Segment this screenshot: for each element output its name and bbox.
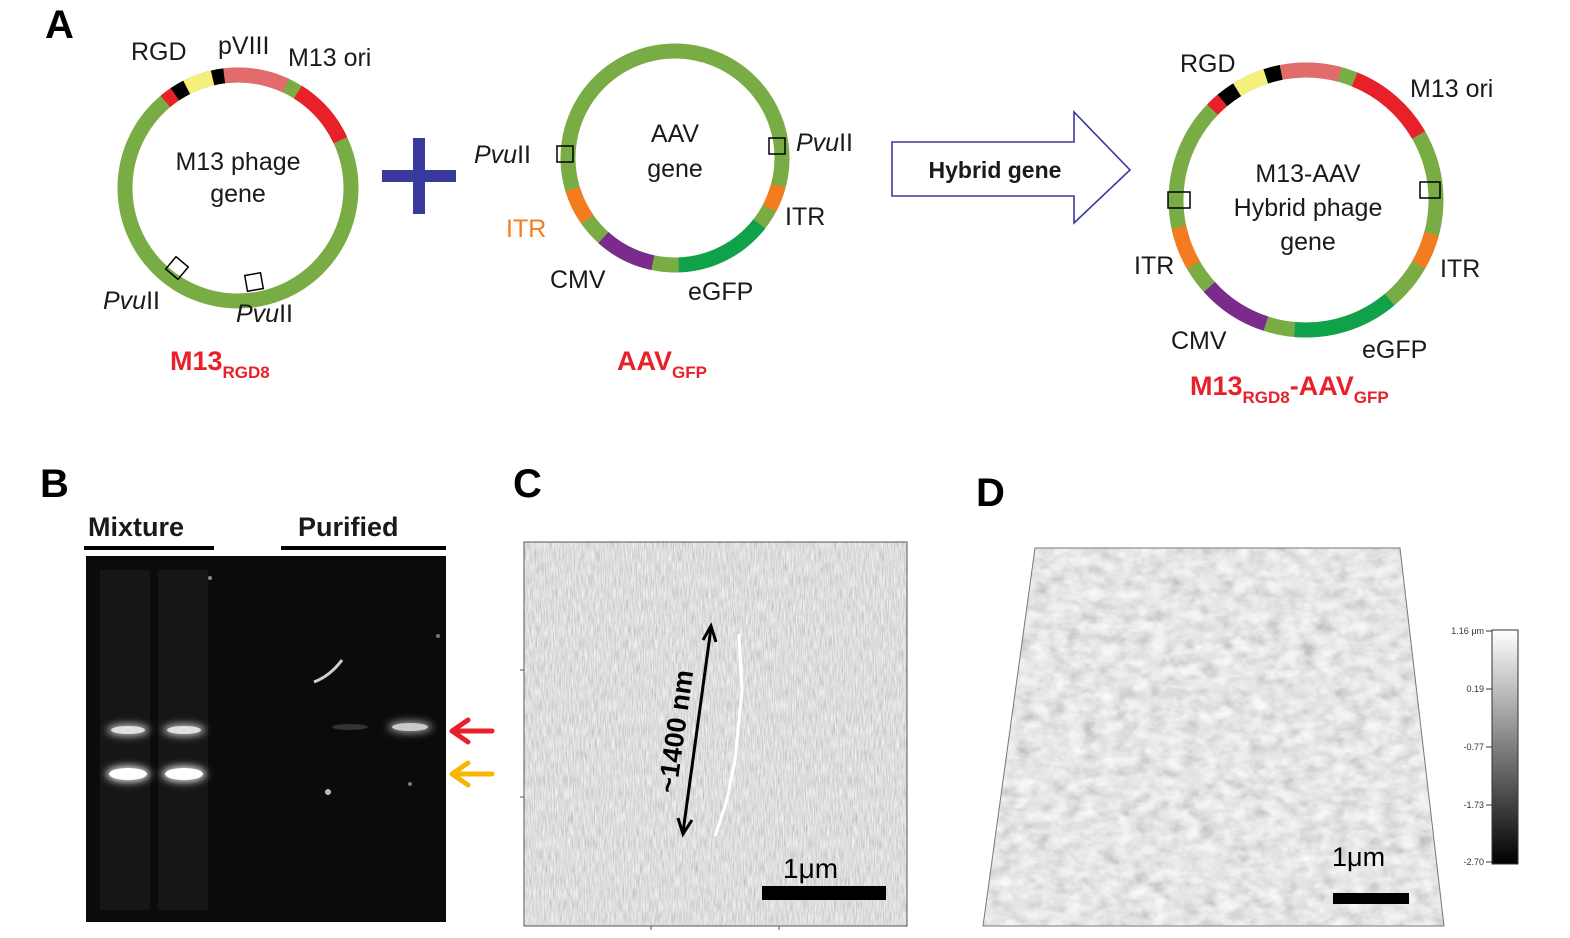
hybrid-pvuii-site-2 bbox=[1419, 181, 1441, 199]
gel-band-mix2-upper-core bbox=[167, 726, 201, 734]
aav-itr-label-left: ITR bbox=[506, 215, 546, 243]
hybrid-pviii-seg bbox=[1279, 62, 1342, 82]
aav-egfp-seg bbox=[678, 219, 766, 273]
hybrid-ori-seg bbox=[1351, 72, 1426, 139]
aav-cmv-seg bbox=[598, 231, 655, 270]
aav-itr-seg-right bbox=[762, 183, 786, 212]
panel-label-c: C bbox=[513, 462, 542, 506]
hybrid-ori-label: M13 ori bbox=[1410, 75, 1493, 103]
aav-itr-seg-left bbox=[565, 186, 594, 224]
afm-length-arrow-head-top bbox=[701, 622, 718, 643]
hybrid-center-label-1: M13-AAV bbox=[1255, 160, 1360, 188]
hybrid-itr-seg-right bbox=[1411, 231, 1439, 269]
hybrid-black-seg-1 bbox=[1217, 83, 1242, 107]
m13-ori-label: M13 ori bbox=[288, 44, 371, 72]
hybrid-egfp-label: eGFP bbox=[1362, 336, 1427, 364]
hybrid-gene-arrow: Hybrid gene bbox=[891, 110, 1132, 225]
m13-pvuii-site-2 bbox=[243, 271, 265, 293]
hybrid-black-seg-2 bbox=[1263, 65, 1283, 84]
aav-pvuii-label-2: PvuII bbox=[796, 129, 853, 157]
aav-center-label-1: AAV bbox=[651, 120, 699, 148]
hybrid-gene-label: Hybrid gene bbox=[929, 157, 1062, 183]
m13-black-seg-2 bbox=[210, 68, 226, 86]
hybrid-pvuii-site-1 bbox=[1167, 191, 1191, 209]
hybrid-name: M13RGD8-AAVGFP bbox=[1190, 371, 1389, 407]
m13-pviii-label: pVIII bbox=[218, 32, 269, 60]
afm-scale-bar bbox=[762, 886, 886, 900]
plus-icon bbox=[382, 138, 456, 214]
hybrid-itr-label-right: ITR bbox=[1440, 255, 1480, 283]
m13-rgd-insert-seg bbox=[183, 70, 215, 95]
hybrid-center-label-2: Hybrid phage bbox=[1234, 194, 1383, 222]
colorbar-tick-4: -2.70 bbox=[1463, 857, 1484, 867]
gel-label-purified: Purified bbox=[298, 512, 399, 542]
afm-length-arrow-line bbox=[681, 627, 713, 833]
afm3d-scale-label: 1μm bbox=[1332, 842, 1385, 872]
colorbar-tick-3: -1.73 bbox=[1463, 800, 1484, 810]
afm-length-arrow-head-bottom bbox=[676, 817, 694, 838]
gel-label-mixture: Mixture bbox=[88, 512, 184, 542]
m13-center-label-2: gene bbox=[210, 180, 266, 208]
hybrid-rgd-insert-seg bbox=[1233, 69, 1269, 97]
gel-image bbox=[86, 556, 446, 922]
afm3d-scale-bar bbox=[1333, 893, 1409, 904]
m13-name: M13RGD8 bbox=[170, 346, 270, 382]
aav-itr-label-right: ITR bbox=[785, 203, 825, 231]
aav-plasmid: AAV gene PvuII PvuII ITR ITR CMV eGFP AA… bbox=[474, 43, 853, 382]
aav-center-label-2: gene bbox=[647, 155, 703, 183]
aav-pvuii-label-1: PvuII bbox=[474, 141, 531, 169]
colorbar-tick-1: 0.19 bbox=[1466, 684, 1484, 694]
colorbar-tick-0: 1.16 μm bbox=[1451, 626, 1484, 636]
aav-backbone-ring bbox=[560, 43, 790, 273]
afm-3d-image: 1μm bbox=[982, 547, 1445, 927]
gel-bracket-mixture bbox=[84, 546, 214, 550]
hybrid-rgd-seg bbox=[1207, 94, 1228, 115]
panel-label-a: A bbox=[45, 3, 74, 47]
gel-band-mix1-upper-core bbox=[111, 726, 145, 734]
gel-band-purified-core bbox=[392, 723, 428, 731]
m13-pvuii-site-1 bbox=[164, 255, 190, 281]
aav-pvuii-site-2 bbox=[768, 137, 786, 155]
panel-label-d: D bbox=[976, 471, 1005, 515]
hybrid-itr-seg-left bbox=[1171, 225, 1201, 269]
gel-artifact bbox=[313, 659, 344, 684]
afm-scale-label: 1μm bbox=[783, 853, 838, 884]
m13-pvuii-label-2: PvuII bbox=[236, 300, 293, 328]
gel-band-mix1-lower-core bbox=[109, 768, 147, 780]
m13-black-seg-1 bbox=[170, 80, 191, 101]
m13-pviii-seg bbox=[223, 67, 289, 93]
aav-egfp-label: eGFP bbox=[688, 278, 753, 306]
red-arrow-icon bbox=[449, 717, 495, 745]
hybrid-egfp-seg bbox=[1294, 293, 1395, 338]
panel-label-b: B bbox=[40, 462, 69, 506]
afm-phage-fiber bbox=[713, 633, 744, 837]
aav-pvuii-site-1 bbox=[556, 145, 574, 163]
m13-plasmid: M13 phage gene RGD pVIII M13 ori PvuII P… bbox=[103, 32, 371, 382]
hybrid-itr-label-left: ITR bbox=[1134, 252, 1174, 280]
m13-pvuii-label-1: PvuII bbox=[103, 287, 160, 315]
hybrid-plasmid: M13-AAV Hybrid phage gene RGD M13 ori IT… bbox=[1134, 50, 1493, 407]
afm3d-colorbar: 1.16 μm 0.19 -0.77 -1.73 -2.70 bbox=[1451, 626, 1519, 867]
gel-band-mix2-lower-core bbox=[165, 768, 203, 780]
m13-ori-seg bbox=[293, 85, 348, 144]
gel-band-purified-faint bbox=[332, 724, 368, 730]
gel-bracket-purified bbox=[281, 546, 446, 550]
hybrid-cmv-label: CMV bbox=[1171, 327, 1227, 355]
m13-rgd-seg bbox=[160, 88, 180, 108]
hybrid-center-label-3: gene bbox=[1280, 228, 1336, 256]
afm-image: ~1400 nm 1μm bbox=[520, 541, 908, 930]
hybrid-rgd-label: RGD bbox=[1180, 50, 1236, 78]
colorbar-tick-2: -0.77 bbox=[1463, 742, 1484, 752]
aav-name: AAVGFP bbox=[617, 346, 707, 382]
yellow-arrow-icon bbox=[449, 760, 495, 788]
m13-rgd-label: RGD bbox=[131, 38, 187, 66]
hybrid-cmv-seg bbox=[1203, 281, 1269, 331]
aav-cmv-label: CMV bbox=[550, 266, 606, 294]
m13-center-label-1: M13 phage bbox=[175, 148, 300, 176]
